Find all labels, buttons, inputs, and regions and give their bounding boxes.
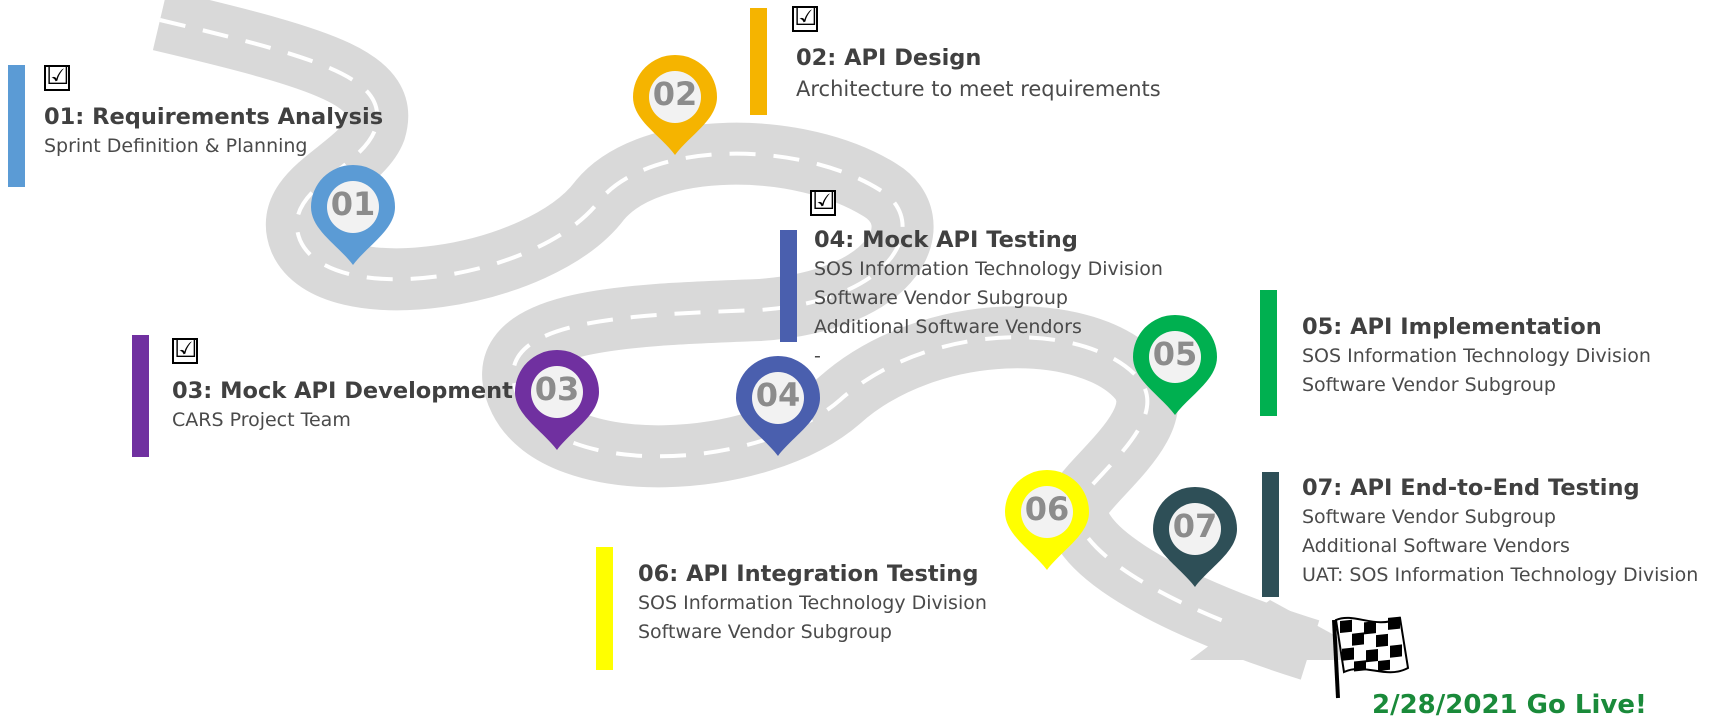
map-pin-icon bbox=[1133, 315, 1217, 415]
map-pin-icon bbox=[1153, 487, 1237, 587]
stage-01-pin: 01 bbox=[308, 165, 398, 275]
go-live-label: 2/28/2021 Go Live! bbox=[1372, 690, 1647, 720]
road-lane-marking bbox=[159, 18, 1291, 647]
stage-06-title: 06: API Integration Testing bbox=[638, 561, 979, 587]
stage-01-number: 01 bbox=[330, 185, 376, 223]
stage-04-line-4: - bbox=[814, 345, 821, 367]
stage-06-number: 06 bbox=[1024, 490, 1070, 528]
stage-05-title: 05: API Implementation bbox=[1302, 314, 1602, 340]
stage-02-number: 02 bbox=[652, 75, 698, 113]
stage-03-text: 03: Mock API Development CARS Project Te… bbox=[172, 376, 513, 435]
stage-06-bar bbox=[596, 547, 613, 670]
stage-04-text: 04: Mock API Testing SOS Information Tec… bbox=[814, 225, 1163, 371]
stage-07-line-1: Software Vendor Subgroup bbox=[1302, 506, 1556, 528]
stage-07-bar bbox=[1262, 472, 1279, 597]
stage-06-line-2: Software Vendor Subgroup bbox=[638, 621, 892, 643]
stage-07-pin: 07 bbox=[1150, 487, 1240, 597]
stage-01-bar bbox=[8, 65, 25, 187]
stage-05-text: 05: API Implementation SOS Information T… bbox=[1302, 312, 1651, 400]
stage-01-title: 01: Requirements Analysis bbox=[44, 104, 384, 130]
stage-07-line-2: Additional Software Vendors bbox=[1302, 535, 1570, 557]
checkered-flag-icon bbox=[1332, 616, 1410, 699]
stage-07-number: 07 bbox=[1172, 507, 1218, 545]
stage-02-bar bbox=[750, 8, 767, 115]
stage-04-title: 04: Mock API Testing bbox=[814, 227, 1078, 253]
stage-04-bar bbox=[780, 230, 797, 342]
stage-06-line-1: SOS Information Technology Division bbox=[638, 592, 987, 614]
stage-02-line-1: Architecture to meet requirements bbox=[796, 77, 1161, 101]
stage-04-line-1: SOS Information Technology Division bbox=[814, 258, 1163, 280]
stage-06-text: 06: API Integration Testing SOS Informat… bbox=[638, 559, 987, 647]
road-arrow-head bbox=[1190, 600, 1380, 660]
stage-05-line-2: Software Vendor Subgroup bbox=[1302, 374, 1556, 396]
stage-04-checked-box-icon: ☑ bbox=[810, 186, 836, 216]
stage-03-number: 03 bbox=[534, 370, 580, 408]
map-pin-icon bbox=[633, 55, 717, 155]
stage-06-pin: 06 bbox=[1002, 470, 1092, 580]
stage-03-bar bbox=[132, 335, 149, 457]
stage-05-bar bbox=[1260, 290, 1277, 416]
stage-03-line-1: CARS Project Team bbox=[172, 409, 351, 431]
stage-05-number: 05 bbox=[1152, 335, 1198, 373]
stage-03-pin: 03 bbox=[512, 350, 602, 460]
stage-07-line-3: UAT: SOS Information Technology Division bbox=[1302, 564, 1699, 586]
map-pin-icon bbox=[1005, 470, 1089, 570]
stage-03-checked-box-icon: ☑ bbox=[172, 334, 198, 364]
stage-02-text: 02: API Design Architecture to meet requ… bbox=[796, 43, 1161, 105]
stage-04-line-3: Additional Software Vendors bbox=[814, 316, 1082, 338]
map-pin-icon bbox=[311, 165, 395, 265]
stage-02-pin: 02 bbox=[630, 55, 720, 165]
stage-07-title: 07: API End-to-End Testing bbox=[1302, 475, 1640, 501]
stage-01-checked-box-icon: ☑ bbox=[44, 61, 70, 91]
stage-01-text: 01: Requirements Analysis Sprint Definit… bbox=[44, 102, 383, 161]
stage-05-pin: 05 bbox=[1130, 315, 1220, 425]
stage-05-line-1: SOS Information Technology Division bbox=[1302, 345, 1651, 367]
stage-01-line-1: Sprint Definition & Planning bbox=[44, 135, 308, 157]
stage-04-number: 04 bbox=[755, 376, 801, 414]
stage-03-title: 03: Mock API Development bbox=[172, 378, 513, 404]
stage-02-checked-box-icon: ☑ bbox=[792, 2, 818, 32]
stage-02-title: 02: API Design bbox=[796, 45, 982, 71]
stage-04-line-2: Software Vendor Subgroup bbox=[814, 287, 1068, 309]
map-pin-icon bbox=[515, 350, 599, 450]
map-pin-icon bbox=[736, 356, 820, 456]
stage-04-pin: 04 bbox=[733, 356, 823, 466]
stage-07-text: 07: API End-to-End Testing Software Vend… bbox=[1302, 473, 1698, 590]
